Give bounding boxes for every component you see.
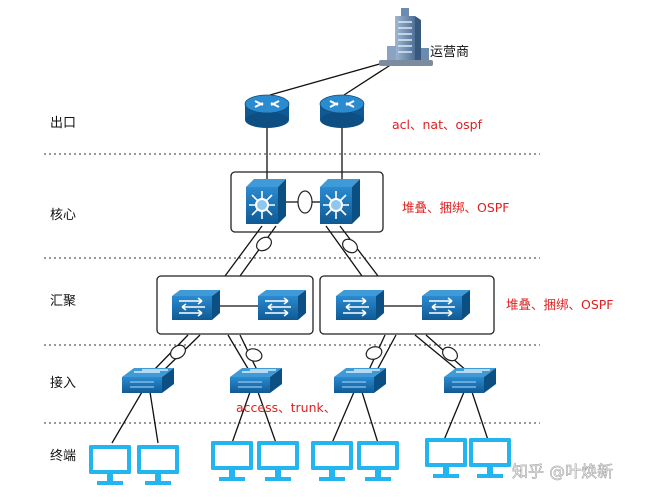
core-switch-icon — [319, 178, 361, 225]
terminal-monitor-icon — [357, 441, 399, 481]
lag-oval-icon — [439, 343, 461, 365]
watermark: 知乎 @叶焕新 — [512, 462, 613, 481]
aggregation-switch-icon — [257, 289, 307, 321]
terminal-monitor-icon — [137, 445, 179, 485]
device-group-boxes — [156, 171, 495, 335]
lag-oval-icon — [363, 344, 385, 362]
lag-oval-icon — [253, 233, 275, 255]
layer-label-access: 接入 — [50, 375, 76, 391]
access-switch-icon — [333, 367, 387, 394]
layer-label-exit: 出口 — [50, 116, 76, 131]
link-aggregation-markers — [167, 190, 461, 365]
layer-label-terminal: 终端 — [50, 448, 76, 464]
core-switch-icon — [245, 178, 287, 225]
isp-label: 运营商 — [430, 45, 469, 60]
access-switch-icon — [121, 367, 175, 394]
exit-router-icon — [319, 94, 365, 129]
aggregation-stack-box-right — [319, 275, 495, 335]
aggregation-switch-icon — [421, 289, 471, 321]
access-switch-icon — [443, 367, 497, 394]
layer-label-aggregation: 汇聚 — [50, 294, 76, 309]
aggregation-switch-icon — [335, 289, 385, 321]
note-core-protocols: 堆叠、捆绑、OSPF — [402, 200, 510, 215]
terminal-monitor-icon — [425, 438, 467, 478]
core-stack-box — [230, 171, 384, 233]
note-aggregation-protocols: 堆叠、捆绑、OSPF — [506, 297, 614, 312]
core-stack-link-icon — [297, 190, 313, 214]
note-access-protocols: access、trunk、 — [236, 400, 336, 415]
terminal-monitor-icon — [311, 441, 353, 481]
terminal-monitor-icon — [211, 441, 253, 481]
layer-label-core: 核心 — [50, 208, 76, 223]
access-switch-icon — [229, 367, 283, 394]
terminal-monitor-icon — [257, 441, 299, 481]
isp-building-icon — [379, 8, 433, 66]
aggregation-stack-box-left — [156, 275, 314, 335]
aggregation-switch-icon — [171, 289, 221, 321]
terminal-monitor-icon — [89, 445, 131, 485]
lag-oval-icon — [339, 235, 361, 257]
note-exit-protocols: acl、nat、ospf — [392, 117, 483, 132]
exit-router-icon — [244, 94, 290, 129]
terminal-monitor-icon — [469, 438, 511, 478]
